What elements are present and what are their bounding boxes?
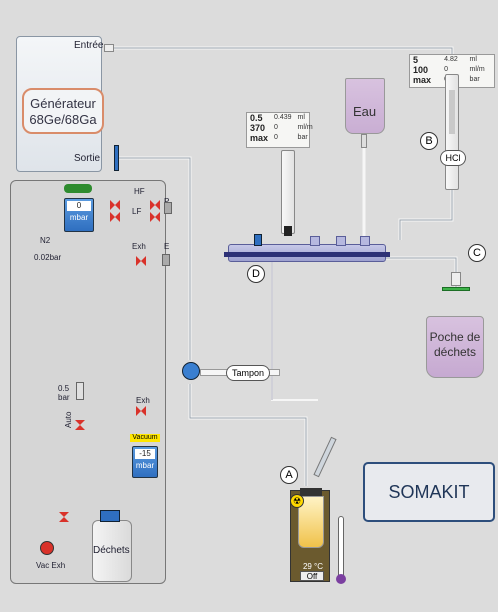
syringe-mid-max-label: max [250,133,269,143]
manifold-port-3 [336,236,346,246]
manifold-port-4 [360,236,370,246]
radiation-icon: ☢ [290,494,304,508]
waste-bag-label-line1: Poche de [429,330,481,344]
lf-label: LF [132,207,142,216]
generator-label: Générateur 68Ge/68Ga [22,88,104,134]
valve-lf-right[interactable] [150,212,160,222]
syringe-top-flow: 100 [413,65,429,75]
syringe-top-flow-measured: 0 [444,66,449,73]
vacuum-value: -15 [135,449,155,459]
syringe-mid-volume: 0.5 [250,113,263,123]
n2-label: N2 [40,236,51,245]
syringe-top-volume-unit: ml [469,56,477,63]
marker-c: C [468,244,486,262]
status-indicator [64,184,92,193]
vacuum-pump-icon[interactable] [40,541,54,555]
water-label: Eau [353,104,377,119]
generator-label-line1: Générateur [30,96,96,111]
exh-label-mid: Exh [136,396,150,405]
syringe-mid-pressure-unit: bar [297,134,308,141]
syringe-mid-volume-unit: ml [297,114,305,121]
syringe-top-max-label: max [413,75,432,85]
syringe-mid-flow: 370 [250,123,266,133]
waste-clamp [442,287,470,291]
inlet-connector [104,44,114,52]
exhaust-port [162,254,170,266]
thermometer-bulb [336,574,346,584]
syringe-mid-flow-unit: ml/m [297,124,313,131]
rotary-valve[interactable] [182,362,200,380]
syringe-mid-pressure: 0 [274,134,278,141]
valve-pressure-value: 0.5 [58,384,70,393]
valve-exh-mid[interactable] [136,406,146,416]
manifold-port-1 [254,234,262,246]
waste-bottle[interactable] [92,520,132,582]
syringe-mid-volume-measured: 0.439 [274,114,292,121]
valve-hf-right[interactable] [150,200,160,210]
marker-d: D [247,265,265,283]
n2-value: 0.02bar [34,253,62,262]
reactor-temperature: 29 °C [302,562,324,571]
valve-auto[interactable] [75,420,85,430]
waste-bottle-label: Déchets [93,545,130,556]
e-label: E [164,242,170,251]
buffer-label: Tampon [226,365,270,381]
manifold-rail [224,252,390,257]
waste-bag-label: Poche de déchets [426,330,484,360]
p-port [164,202,172,214]
waste-bag[interactable] [426,316,484,378]
valve-waste[interactable] [59,512,69,522]
generator-outlet-label: Sortie [74,153,101,164]
water-bag[interactable] [345,78,385,134]
waste-bag-label-line2: déchets [433,345,477,359]
manifold-port-2 [310,236,320,246]
vacuum-label: Vacuum [130,434,160,442]
valve-lf-left[interactable] [110,212,120,222]
syringe-top-pressure-unit: bar [469,76,480,83]
pressure-sensor: 0 mbar [64,198,94,232]
reactor-cap [300,488,322,496]
reactor-state-button[interactable]: Off [300,571,324,581]
gas-control-panel [10,180,166,584]
mid-syringe[interactable] [281,150,295,234]
hf-label: HF [134,187,145,196]
hcl-plunger [449,90,455,134]
syringe-mid-readout: 0.5 0.439 ml 370 0 ml/m max 0 bar [246,112,313,148]
marker-a: A [280,466,298,484]
somakit-label: SOMAKIT [363,462,495,522]
pressure-regulator[interactable] [76,382,84,400]
pressure-value: 0 [67,201,91,211]
exh-label-top: Exh [132,242,146,251]
auto-label: Auto [64,411,73,428]
syringe-top-volume: 5 [413,55,419,65]
hcl-label: HCl [440,150,466,166]
generator-label-line2: 68Ge/68Ga [29,112,97,127]
pressure-unit: mbar [69,213,89,222]
generator-inlet-label: Entrée [74,40,104,51]
syringe-mid-flow-measured: 0 [274,124,278,131]
waste-connector [451,272,461,286]
valve-hf-left[interactable] [110,200,120,210]
vacuum-sensor: -15 mbar [132,446,158,478]
syringe-top-flow-unit: ml/m [469,66,485,73]
valve-exh-top[interactable] [136,256,146,266]
marker-b: B [420,132,438,150]
valve-pressure-unit: bar [58,393,70,402]
water-bag-port [361,134,367,148]
mid-syringe-tip [284,226,292,236]
vacuum-unit: mbar [135,461,155,470]
waste-bottle-cap [100,510,120,522]
syringe-top-volume-measured: 4.82 [444,56,458,63]
vac-exh-label: Vac Exh [36,561,66,570]
thermometer-icon [338,516,344,578]
outlet-connector [114,145,119,171]
p-label: P [164,197,169,206]
